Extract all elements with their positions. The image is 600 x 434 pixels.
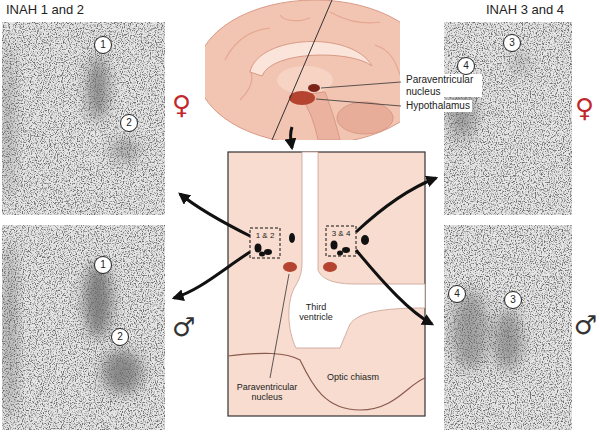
callout-number: 3 [504,291,522,309]
micrograph [444,22,572,215]
callout-number: 2 [111,328,129,346]
callout-number: 4 [448,285,466,303]
micrograph [2,22,165,215]
male-symbol: ♂ [574,312,597,338]
callout-number: 2 [120,114,138,132]
region-label: 3 & 4 [326,229,356,238]
callout-number: 4 [457,57,475,75]
male-symbol: ♂ [172,314,195,340]
structure-label: Paraventricular nucleus [404,74,482,97]
structure-label: Optic chiasm [318,372,388,382]
female-symbol: ♀ [575,95,594,121]
micrograph [444,225,572,430]
hypothalamus-section [228,152,425,416]
micrograph [2,225,165,430]
callout-number: 1 [94,256,112,274]
region-label: 1 & 2 [250,231,280,240]
panel-title: INAH 3 and 4 [486,3,564,18]
structure-label: Hypothalamus [404,100,472,112]
callout-number: 1 [94,36,112,54]
leader-line [316,82,401,106]
panel-title: INAH 1 and 2 [6,3,84,18]
arrow [174,127,436,324]
brain-illustration [205,0,400,140]
callout-number: 3 [503,34,521,52]
female-symbol: ♀ [172,92,191,118]
structure-label: Paraventricular nucleus [232,382,302,403]
structure-label: Third ventricle [292,302,340,323]
